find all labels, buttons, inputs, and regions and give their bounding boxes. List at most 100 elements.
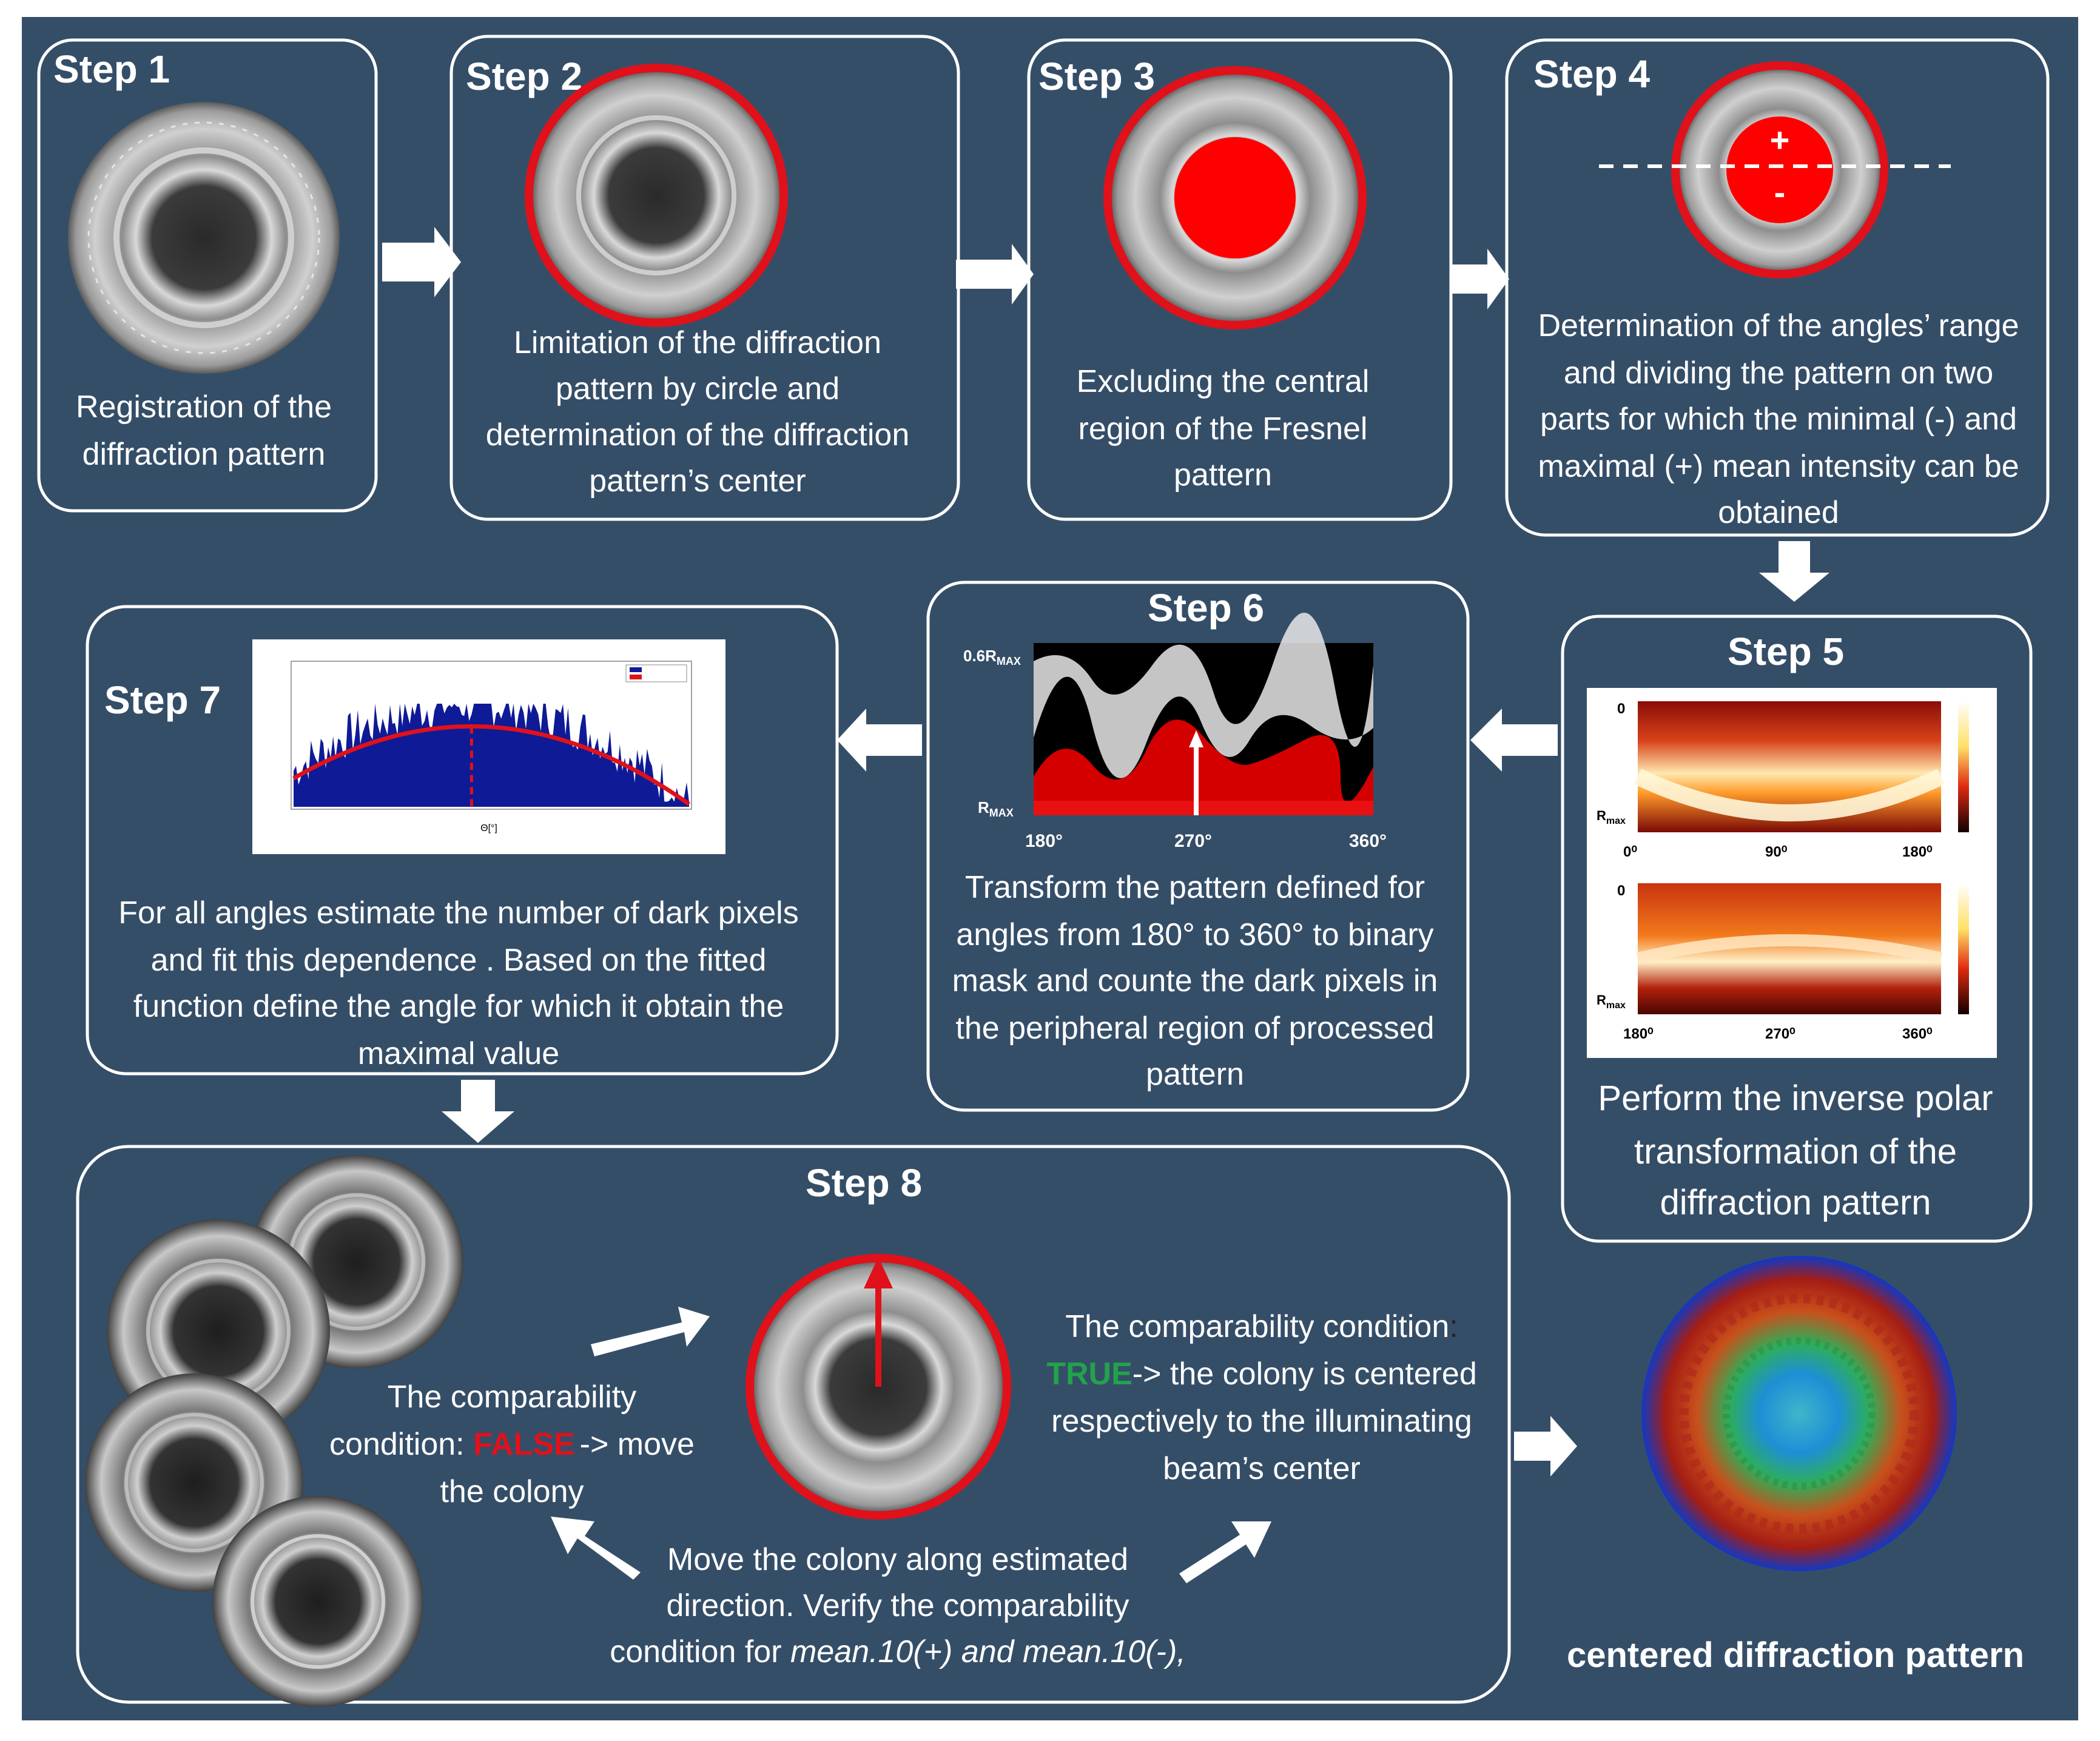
arrow-step3-step4 [1451, 249, 1509, 309]
step4-line: maximal (+) mean intensity can be [1538, 449, 2019, 484]
step2-line: Limitation of the diffraction [514, 325, 881, 360]
step5-line: diffraction pattern [1660, 1183, 1931, 1222]
true-line-1: The comparability condition: [1065, 1309, 1458, 1344]
step5-zero-top: 0 [1617, 701, 1625, 717]
step5-rmax-top: Rmax [1597, 808, 1626, 826]
step8-title: Step 8 [806, 1161, 922, 1205]
step6-line: mask and counte the dark pixels in [952, 963, 1438, 998]
step6-tick-360: 360° [1349, 831, 1387, 851]
step5-tick-bottom-180: 180⁰ [1623, 1026, 1654, 1042]
step1-line: Registration of the [76, 389, 332, 425]
step6-binary-mask: 0.6RMAX RMAX 180° 270° 360° [963, 612, 1387, 851]
step7-description: For all angles estimate the number of da… [118, 895, 798, 1071]
step6-line: pattern [1146, 1057, 1244, 1092]
step2-description: Limitation of the diffraction pattern by… [486, 325, 910, 499]
false-line-1: The comparability [388, 1379, 636, 1415]
step5-zero-bottom: 0 [1617, 883, 1625, 899]
step1-title: Step 1 [53, 47, 170, 91]
step6-tick-180: 180° [1025, 831, 1063, 851]
step1-description: Registration of the diffraction pattern [76, 389, 332, 472]
step5-tick-bottom-360: 360⁰ [1902, 1026, 1933, 1042]
flow-arrows [382, 227, 1829, 1583]
step8-move-text: Move the colony along estimated directio… [610, 1542, 1186, 1669]
step7-xlabel: Θ[°] [480, 823, 497, 833]
true-line-3: respectively to the illuminating [1051, 1404, 1472, 1439]
step4-title: Step 4 [1533, 52, 1650, 96]
final-label: centered diffraction pattern [1567, 1635, 2024, 1675]
step4-line: obtained [1718, 495, 1839, 530]
step5-title: Step 5 [1728, 630, 1844, 673]
step7-legend-swatch-hist [630, 667, 642, 672]
step6-label-top: 0.6RMAX [963, 647, 1021, 667]
step3-limit-circle [1103, 66, 1367, 329]
step4-box [1505, 38, 2050, 537]
arrow-step6-step7 [837, 709, 922, 772]
step5-box [1561, 615, 2033, 1243]
step4-line: Determination of the angles’ range [1538, 308, 2019, 343]
step6-line: the peripheral region of processed [955, 1011, 1434, 1046]
step3-description: Excluding the central region of the Fres… [1077, 364, 1370, 493]
step7-title: Step 7 [104, 678, 221, 722]
step6-description: Transform the pattern defined for angles… [952, 870, 1438, 1092]
step3-excluded-center [1174, 137, 1296, 258]
step6-box [926, 581, 1470, 1112]
arrow-move-to-true [1179, 1521, 1271, 1583]
step7-chart: Θ[°] [252, 639, 725, 854]
step2-line: pattern’s center [589, 463, 806, 499]
step2-title: Step 2 [466, 55, 582, 98]
step4-line: parts for which the minimal (-) and [1540, 402, 2017, 437]
arrow-step7-step8 [442, 1080, 514, 1143]
step3-title: Step 3 [1038, 55, 1155, 98]
step7-line: For all angles estimate the number of da… [118, 895, 798, 931]
step4-minus-sign: - [1774, 173, 1786, 211]
step7-fit-curve [292, 724, 691, 806]
step5-line: Perform the inverse polar [1598, 1079, 1993, 1118]
arrow-move-to-false [551, 1517, 641, 1580]
step5-tick-bottom-270: 270⁰ [1765, 1026, 1795, 1042]
false-line-2: condition: FALSE-> move [329, 1427, 695, 1462]
step3-line: pattern [1174, 457, 1272, 493]
arrow-step5-step6 [1470, 709, 1558, 772]
step5-polar-images: 0 Rmax 0⁰ 90⁰ 180⁰ 0 Rmax 180⁰ 270⁰ 360⁰ [1587, 688, 1997, 1058]
move-line-2: direction. Verify the comparability [666, 1588, 1129, 1623]
step3-line: Excluding the central [1077, 364, 1370, 399]
false-line-3: the colony [440, 1474, 584, 1509]
move-line-3: condition for mean.10(+) and mean.10(-), [610, 1634, 1186, 1669]
step7-box [86, 605, 839, 1076]
step1-diffraction-image [68, 102, 340, 374]
false-keyword: FALSE [473, 1427, 575, 1462]
arrow-step4-step5 [1759, 541, 1829, 602]
step6-label-bottom: RMAX [978, 798, 1014, 819]
arrow-step1-step2 [382, 227, 461, 297]
step4-line: and dividing the pattern on two [1564, 355, 1993, 391]
step4-diffraction-image: + - [1599, 61, 1951, 278]
step7-line: and fit this dependence . Based on the f… [151, 943, 767, 978]
step6-line: Transform the pattern defined for [965, 870, 1425, 905]
step5-description: Perform the inverse polar transformation… [1598, 1079, 1993, 1222]
step5-tick-top-180: 180⁰ [1902, 844, 1933, 860]
true-line-2: TRUE-> the colony is centered [1046, 1356, 1477, 1392]
step2-limit-circle [525, 64, 788, 327]
step5-line: transformation of the [1634, 1132, 1957, 1171]
step7-line: maximal value [358, 1036, 559, 1071]
step5-rmax-bottom: Rmax [1597, 992, 1626, 1011]
step8-colony-image-4 [212, 1496, 423, 1707]
step8-box [76, 1145, 1511, 1704]
step3-diffraction-image [1103, 66, 1367, 329]
step7-line: function define the angle for which it o… [133, 989, 784, 1024]
step6-tick-270: 270° [1174, 831, 1212, 851]
step4-limit-circle [1671, 61, 1888, 278]
step8-true-text: The comparability condition: TRUE-> the … [1046, 1309, 1477, 1486]
step5-colorbar-top [1958, 701, 1969, 832]
step2-line: pattern by circle and [556, 371, 840, 406]
step4-plus-sign: + [1770, 121, 1790, 159]
step8-colony-images [85, 1155, 1957, 1707]
step6-line: angles from 180° to 360° to binary [956, 917, 1433, 952]
arrow-false-to-candidate [591, 1307, 710, 1356]
step2-line: determination of the diffraction [486, 417, 910, 453]
step1-line: diffraction pattern [82, 437, 326, 472]
step5-tick-top-0: 0⁰ [1623, 844, 1637, 860]
step5-colorbar-bottom [1958, 883, 1969, 1014]
step6-title: Step 6 [1148, 586, 1264, 630]
